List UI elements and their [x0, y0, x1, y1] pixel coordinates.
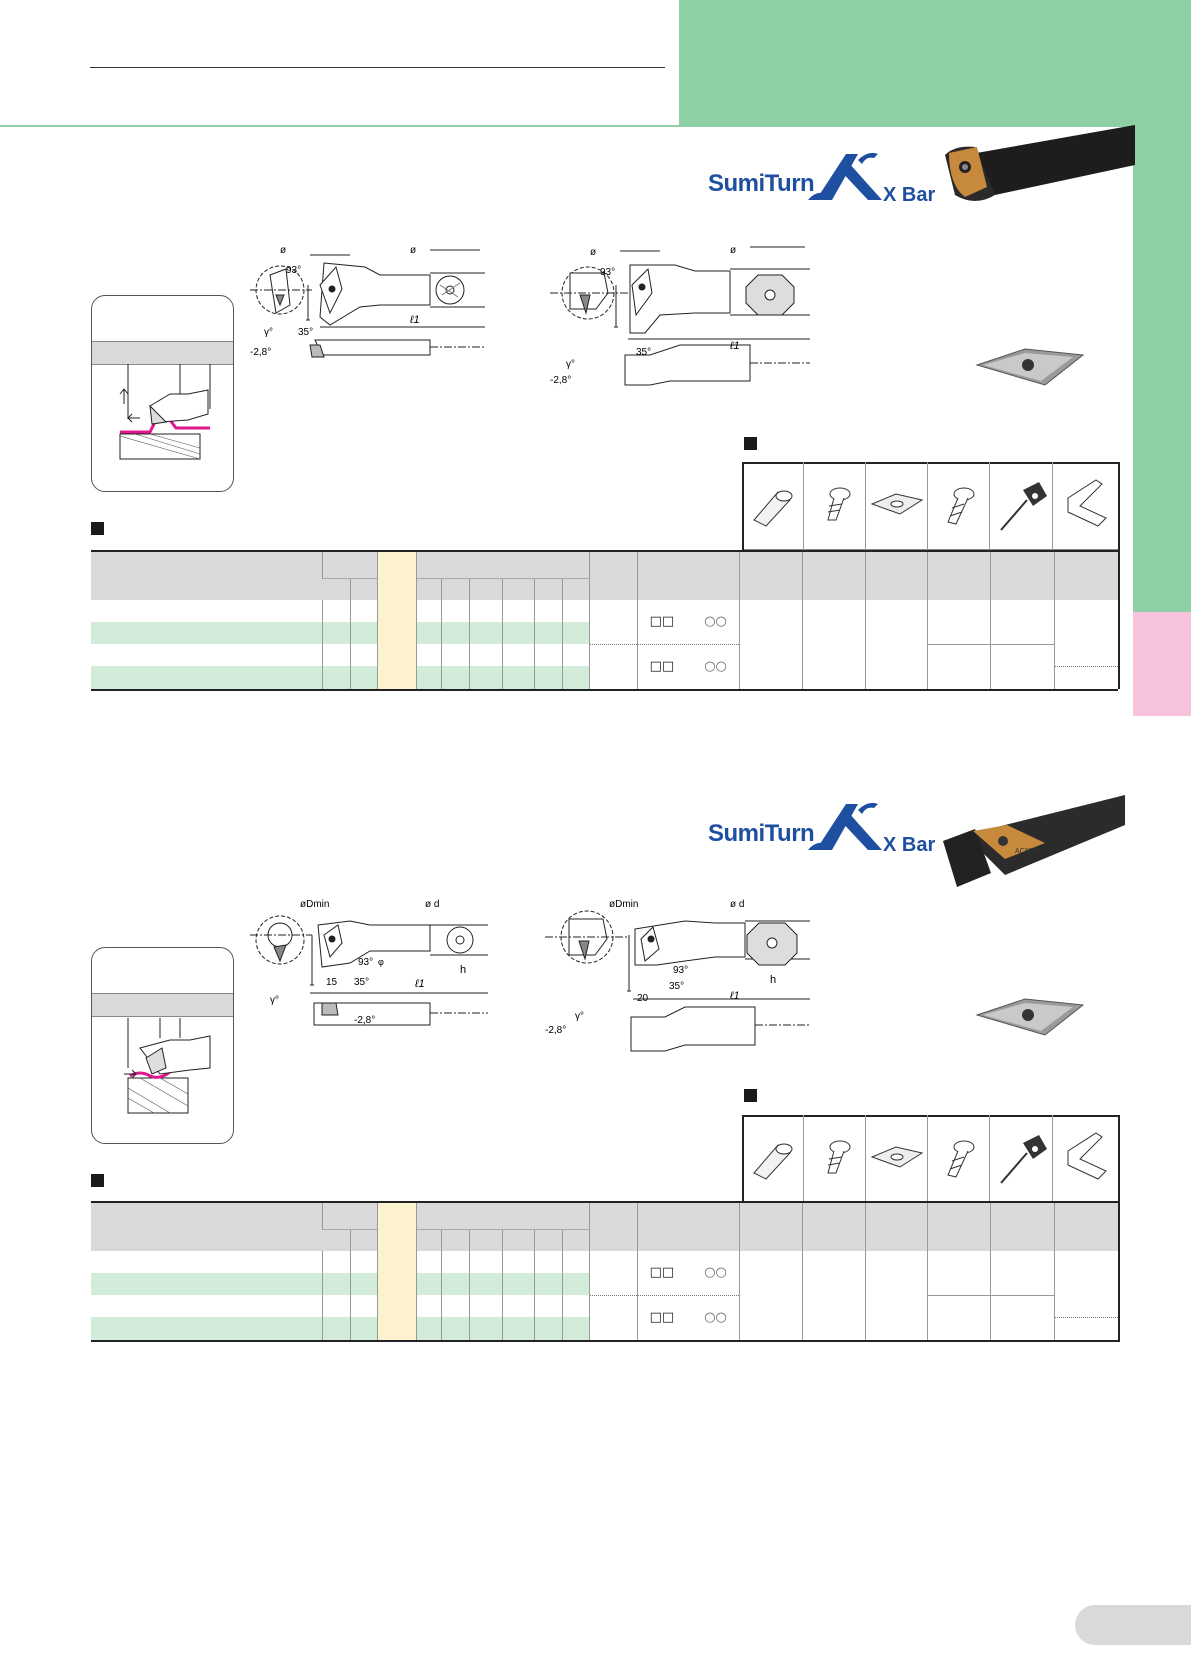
spec-table-upper: □□○○ □□○○ — [91, 550, 1118, 691]
d-label: ø d — [425, 899, 439, 910]
angle-35-label: 35° — [298, 327, 313, 338]
shim-icon — [870, 493, 924, 515]
screw-icon — [827, 1140, 851, 1174]
l1-label-l: ℓ1 — [414, 978, 425, 990]
gamma-label: γ° — [264, 327, 273, 338]
torx-key-icon — [1000, 482, 1047, 531]
gamma-label-l: γ° — [270, 995, 279, 1006]
dim-15-label: 15 — [326, 977, 338, 988]
shim-screw-icon — [947, 487, 975, 525]
d-label-r: ø d — [730, 899, 744, 910]
spec-section-marker-2 — [91, 1174, 104, 1187]
drawing-left-lower: øDmin ø d 93° 35° 15 φ -2,8° γ° ℓ1 h — [250, 899, 488, 1026]
clamp-screw-icon — [753, 490, 793, 527]
diameter-label-r: ø — [590, 247, 596, 258]
parts-section-marker-2 — [744, 1089, 757, 1102]
diameter-label-r2: ø — [730, 245, 736, 256]
drawing-left-upper: ø ø 93° 35° -2,8° γ° ℓ1 — [250, 245, 485, 358]
spec-table-lower: □□○○ □□○○ — [91, 1201, 1118, 1342]
dino-x-icon-2 — [808, 802, 882, 850]
boring-bar-photo-upper — [945, 125, 1135, 201]
side-tab-pink — [1133, 612, 1191, 716]
svg-text:AC8800: AC8800 — [1015, 848, 1040, 855]
rake-angle-label-lr: -2,8° — [545, 1025, 566, 1036]
torx-key-icon — [1000, 1135, 1047, 1184]
gamma-label-r: γ° — [566, 359, 575, 370]
insert-photo-upper — [975, 348, 1085, 386]
parts-section-marker — [744, 437, 757, 450]
insert-shape-icon: ○○ — [704, 614, 727, 630]
angle-35-label-l: 35° — [354, 977, 369, 988]
angle-93-label: 93° — [286, 265, 301, 276]
angle-93-label-r: 93° — [600, 267, 615, 278]
drawing-right-lower: øDmin ø d 93° 35° 20 -2,8° γ° ℓ1 h — [545, 899, 810, 1052]
brand-name: SumiTurn — [708, 170, 815, 197]
clamp-screw-icon — [753, 1143, 793, 1180]
spec-section-marker — [91, 522, 104, 535]
gamma-label-lr: γ° — [575, 1011, 584, 1022]
boring-bar-photo-lower: AC8800 — [943, 795, 1125, 887]
dino-x-icon — [808, 152, 882, 200]
rake-angle-label: -2,8° — [250, 347, 271, 358]
screw-icon — [827, 487, 851, 521]
rake-angle-label-l: -2,8° — [354, 1015, 375, 1026]
length-l1-label: ℓ1 — [409, 314, 420, 326]
page-number-tab — [1075, 1605, 1191, 1645]
insert-checkbox-icon: □□ — [649, 614, 675, 630]
h-label: h — [460, 964, 466, 976]
hex-key-icon — [1067, 479, 1107, 527]
insert-photo-lower — [975, 998, 1085, 1036]
side-tab-green — [1133, 125, 1191, 612]
dmin-label: øDmin — [300, 899, 329, 910]
header-green-rule — [0, 125, 1133, 127]
angle-93-label-lr: 93° — [673, 965, 688, 976]
header-green-band — [679, 0, 1191, 125]
phi-label: φ — [378, 957, 384, 967]
hex-key-icon — [1067, 1132, 1107, 1180]
shim-screw-icon — [947, 1140, 975, 1178]
application-card-lower — [91, 947, 234, 1144]
brand-logo-lower: SumiTurn X Bar — [708, 798, 938, 868]
shim-icon — [870, 1146, 924, 1168]
l1-label-lr: ℓ1 — [729, 990, 740, 1002]
application-card-upper — [91, 295, 234, 492]
header-title-rule — [90, 67, 665, 68]
diameter-label: ø — [280, 245, 286, 256]
length-l1-label-r: ℓ1 — [729, 340, 740, 352]
angle-35-label-r: 35° — [636, 347, 651, 358]
dim-20-label: 20 — [637, 993, 649, 1004]
h-label-r: h — [770, 974, 776, 986]
rake-angle-label-r: -2,8° — [550, 375, 571, 386]
brand-logo-upper: SumiTurn X Bar — [708, 148, 938, 218]
angle-93-label-l: 93° — [358, 957, 373, 968]
diameter-label-2: ø — [410, 245, 416, 256]
dmin-label-r: øDmin — [609, 899, 638, 910]
angle-35-label-lr: 35° — [669, 981, 684, 992]
drawing-right-upper: ø ø 93° 35° -2,8° γ° ℓ1 — [550, 245, 810, 386]
brand-suffix: X Bar — [883, 184, 936, 206]
